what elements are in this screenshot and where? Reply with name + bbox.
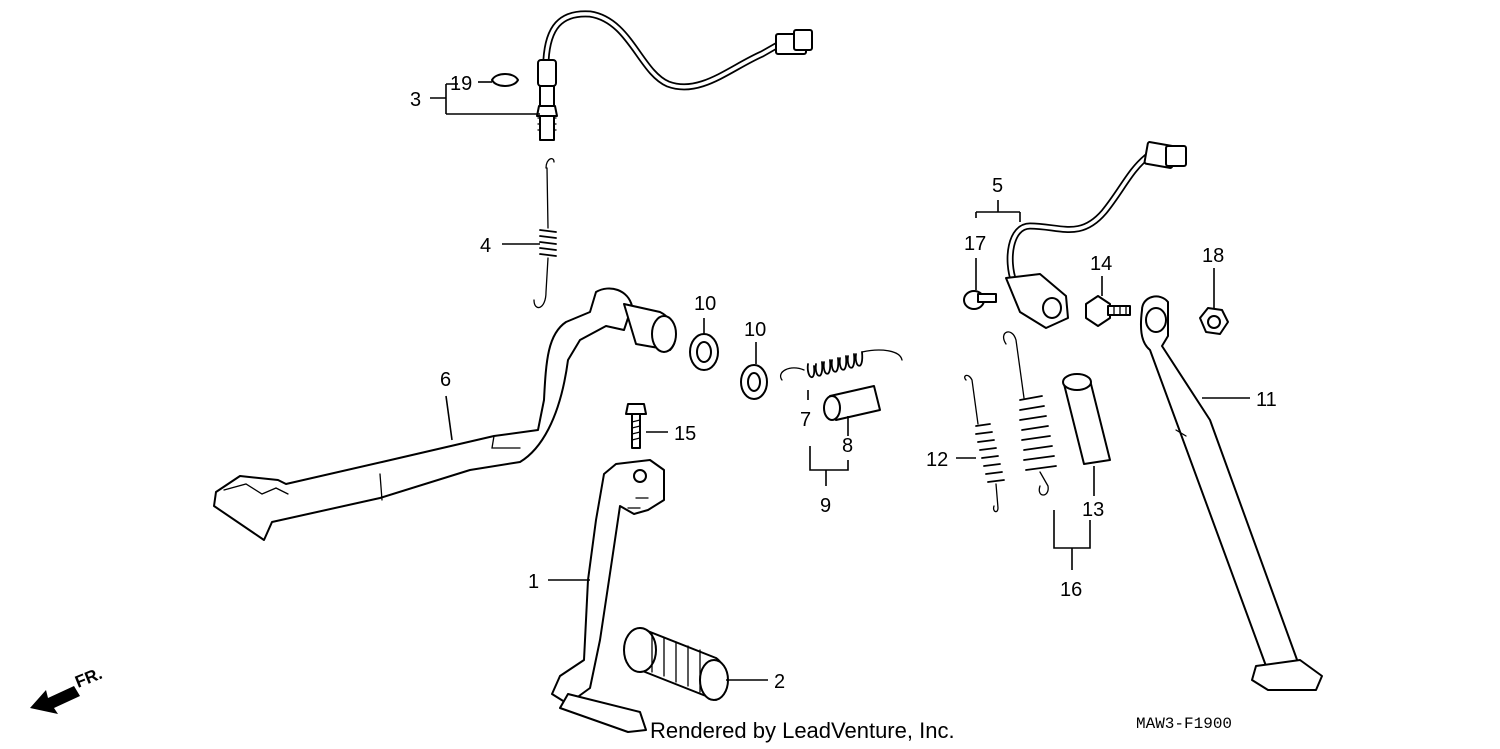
sidestand-switch-part[interactable]: [1005, 141, 1187, 329]
footrest-arm-part[interactable]: [551, 459, 665, 733]
callout-5: 5: [992, 175, 1003, 197]
diagram-code: MAW3-F1900: [1136, 715, 1232, 733]
callout-2: 2: [774, 671, 785, 693]
callout-1: 1: [528, 571, 539, 593]
nut-18-part[interactable]: [1199, 307, 1229, 335]
spring-14-part[interactable]: [1002, 331, 1057, 496]
collar-13-part[interactable]: [1062, 373, 1111, 465]
washer-10a-part[interactable]: [689, 333, 719, 371]
spring-4-part[interactable]: [533, 157, 557, 309]
side-stand-part[interactable]: [1140, 295, 1323, 691]
bolt-17-part[interactable]: [963, 290, 997, 310]
callout-labels: 3 19 4 6 10 10 7 8 9 15 1 2 5 17 14 18 1…: [410, 73, 1277, 693]
callout-17: 17: [964, 233, 986, 255]
callout-19: 19: [450, 73, 472, 95]
callout-11: 11: [1256, 389, 1277, 411]
callout-18: 18: [1202, 245, 1224, 267]
leader-lines: [430, 81, 1250, 681]
footpeg-rubber-part[interactable]: [623, 627, 729, 701]
callout-3: 3: [410, 89, 421, 111]
spring-7-part[interactable]: [780, 349, 903, 381]
callout-10a: 10: [694, 293, 716, 315]
washer-10b-part[interactable]: [740, 364, 768, 400]
spring-12-part[interactable]: [964, 374, 1005, 513]
callout-4: 4: [480, 235, 491, 257]
front-label: FR.: [72, 664, 105, 692]
credit-text: Rendered by LeadVenture, Inc.: [650, 718, 955, 743]
front-arrow-icon: [30, 686, 80, 714]
callout-7: 7: [800, 409, 811, 431]
callout-12: 12: [926, 449, 948, 471]
callout-15: 14: [1090, 253, 1112, 275]
collar-8-part[interactable]: [823, 385, 881, 421]
callout-9: 9: [820, 495, 831, 517]
callout-10b: 10: [744, 319, 766, 341]
callout-16: 15: [674, 423, 696, 445]
brake-pedal-part[interactable]: [213, 287, 677, 541]
callout-8: 8: [842, 435, 853, 457]
bolt-16-part[interactable]: [625, 403, 647, 449]
front-direction-indicator: FR.: [30, 664, 105, 714]
clip-part[interactable]: [491, 73, 519, 87]
callout-14: 16: [1060, 579, 1082, 601]
callout-13: 13: [1082, 499, 1104, 521]
switch-cable-part[interactable]: [536, 10, 813, 141]
callout-6: 6: [440, 369, 451, 391]
bolt-15-part[interactable]: [1085, 295, 1131, 327]
